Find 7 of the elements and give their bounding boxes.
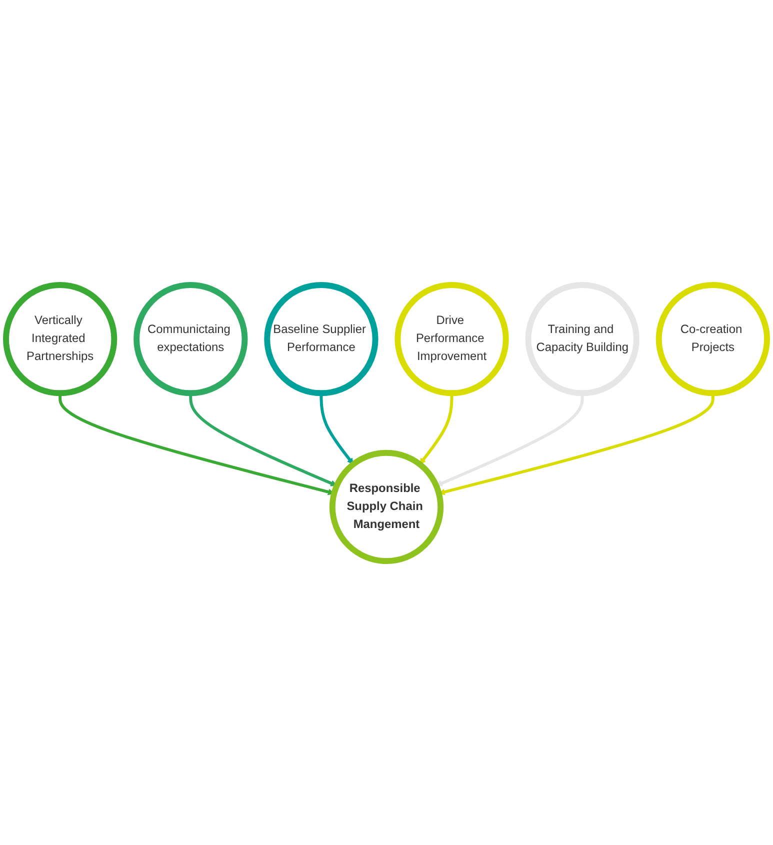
node-circle: Vertically Integrated Partnerships bbox=[3, 281, 118, 396]
node-circle: Responsible Supply Chain Mangement bbox=[329, 449, 444, 564]
node-circle: Baseline Supplier Performance bbox=[264, 281, 378, 396]
node-circle: Drive Performance Improvement bbox=[394, 281, 509, 396]
node-circle: Training and Capacity Building bbox=[525, 281, 640, 396]
node-circle: Communictaing expectations bbox=[134, 281, 248, 396]
node-circle: Co-creation Projects bbox=[656, 281, 770, 396]
